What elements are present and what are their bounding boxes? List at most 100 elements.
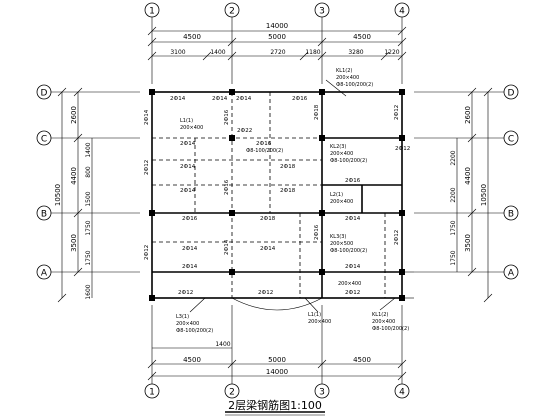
axis-label-C-right: C: [508, 135, 514, 145]
dim-bottom-sub-1: 1400: [215, 341, 230, 348]
dim-top-sub-3: 2720: [270, 49, 285, 56]
dim-top-sub-6: 1220: [384, 49, 399, 56]
rebar-label: 2Ф16: [182, 216, 198, 222]
beam-layout: [151, 91, 414, 311]
rebar-label: 2Ф16: [224, 109, 230, 125]
dim-left-span-3: 3500: [70, 234, 78, 252]
dim-right-span-2: 4400: [464, 167, 472, 185]
axis-label-4: 4: [399, 7, 405, 17]
rebar-label: 2Ф14: [180, 141, 196, 147]
rebar-label: 2Ф18: [280, 164, 296, 170]
rebar-label: 2Ф14: [212, 96, 228, 102]
rebar-label: 2Ф14: [170, 96, 186, 102]
axis-label-B-right: B: [508, 210, 514, 220]
rebar-label: 2Ф22: [237, 128, 252, 134]
rebar-label: 2Ф14: [260, 246, 276, 252]
dim-top-sub-1: 3100: [170, 49, 185, 56]
rebar-label: 2Ф14: [180, 188, 196, 194]
rebar-label: 2Ф16: [292, 96, 308, 102]
beam-id: KL3(3): [330, 234, 346, 240]
beam-stirrup: Ф8-100/200(2): [372, 326, 409, 332]
rebar-label: 2Ф14: [236, 96, 252, 102]
dim-bottom-span-3: 4500: [353, 356, 371, 364]
beam-size: 200×400: [308, 319, 331, 325]
dim-left-sub-4: 1750: [85, 220, 92, 235]
axis-label-1: 1: [149, 7, 155, 17]
beam-size: 200×400: [180, 125, 203, 131]
drawing-title-group: 2层梁钢筋图1:100: [225, 398, 325, 416]
dim-left-sub-5: 1750: [85, 250, 92, 265]
rebar-label: 2Ф14: [224, 239, 230, 255]
beam-id: KL2(3): [330, 144, 346, 150]
dim-left-sub-1: 1400: [85, 142, 92, 157]
beam-id: KL1(2): [336, 68, 352, 74]
dim-top-sub-4: 1180: [305, 49, 320, 56]
rebar-label: 2Ф16: [314, 224, 320, 240]
dim-top-sub-2: 1400: [210, 49, 225, 56]
rebar-label: 2Ф12: [178, 290, 193, 296]
beam-size: 200×400: [330, 151, 353, 157]
beam-stirrup: Ф8-100/200(2): [330, 248, 367, 254]
rebar-label: 2Ф12: [395, 146, 410, 152]
dim-bottom-span-2: 5000: [268, 356, 286, 364]
beam-size: 200×400: [336, 75, 359, 81]
rebar-label: 2Ф14: [180, 164, 196, 170]
rebar-label: 2Ф14: [182, 246, 198, 252]
drawing-title: 2层梁钢筋图1:100: [228, 398, 322, 412]
dim-right-total: 10500: [480, 184, 488, 206]
beam-id: KL1(2): [372, 312, 388, 318]
rebar-label: 2Ф16: [224, 179, 230, 195]
rebar-label: 2Ф14: [182, 264, 198, 270]
rebar-label: 2Ф12: [345, 290, 360, 296]
beam-id: L3(1): [176, 314, 189, 320]
rebar-label: 2Ф16: [256, 141, 272, 147]
dim-left-sub-6: 1600: [85, 284, 92, 299]
dim-top-sub-5: 3280: [348, 49, 363, 56]
axis-label-D: D: [41, 89, 48, 99]
rebar-label: 2Ф12: [394, 105, 400, 120]
dim-left-total: 10500: [54, 184, 62, 206]
dim-left-sub-3: 1500: [85, 191, 92, 206]
rebar-label: 2Ф18: [280, 188, 296, 194]
dim-bottom-span-1: 4500: [183, 356, 201, 364]
dim-top-span-2: 5000: [268, 33, 286, 41]
dim-top-span-3: 4500: [353, 33, 371, 41]
axis-label-C: C: [41, 135, 47, 145]
axis-label-2: 2: [229, 7, 235, 17]
top-dimensions: 14000 4500 5000 4500 3100 1400 2720 1180…: [147, 22, 407, 61]
axis-label-A-right: A: [508, 269, 515, 279]
beam-stirrup: Ф8-100/200(2): [246, 148, 283, 154]
beam-stirrup: Ф8-100/200(2): [336, 82, 373, 88]
dim-right-span-1: 2600: [464, 106, 472, 124]
dim-right-sub-4: 1750: [450, 250, 457, 265]
dim-right-sub-3: 1750: [450, 220, 457, 235]
dim-top-span-1: 4500: [183, 33, 201, 41]
beam-size: 200×400: [176, 321, 199, 327]
columns: [149, 89, 405, 301]
right-dimensions: 10500 2600 4400 3500 2200 2200 1750 1750: [450, 87, 493, 303]
beam-size: 200×400: [338, 281, 361, 287]
axis-lines: [51, 17, 504, 384]
bottom-dimensions: 1400 4500 5000 4500 14000: [147, 341, 407, 381]
dim-right-sub-1: 2200: [450, 150, 457, 165]
rebar-label: 2Ф14: [345, 216, 361, 222]
rebar-label: 2Ф12: [394, 230, 400, 245]
right-axis-bubbles: D C B A: [503, 84, 519, 280]
rebar-label: 2Ф12: [144, 245, 150, 260]
rebar-label: 2Ф18: [260, 216, 276, 222]
rebar-annotations: 2Ф14 2Ф14 2Ф14 2Ф16 2Ф22 2Ф14 2Ф16 2Ф14 …: [144, 96, 410, 296]
beam-callouts: KL1(2) 200×400 Ф8-100/200(2) L1(1) 200×4…: [176, 68, 409, 334]
beam-stirrup: Ф8-100/200(2): [330, 158, 367, 164]
axis-label-A: A: [41, 269, 48, 279]
dim-left-span-1: 2600: [70, 106, 78, 124]
axis-label-4-bottom: 4: [399, 388, 405, 398]
beam-size: 200×500: [330, 241, 353, 247]
dim-total-top: 14000: [266, 22, 288, 30]
beam-id: L1(1): [180, 118, 193, 124]
axis-label-B: B: [41, 210, 47, 220]
rebar-label: 2Ф16: [345, 178, 361, 184]
rebar-label: 2Ф14: [144, 109, 150, 125]
bottom-axis-bubbles: 1 2 3 4: [144, 383, 410, 399]
axis-label-2-bottom: 2: [229, 388, 235, 398]
